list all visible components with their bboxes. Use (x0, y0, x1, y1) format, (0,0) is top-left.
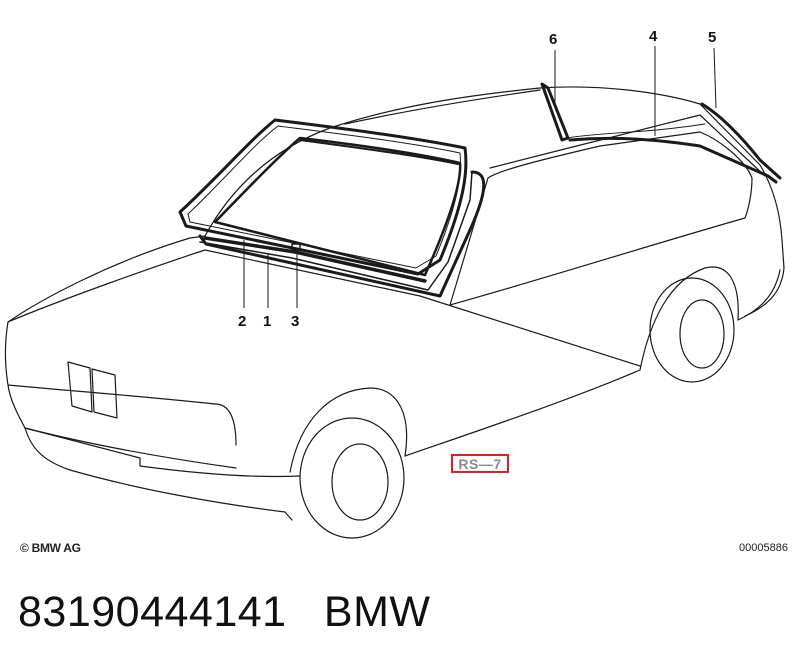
callout-5: 5 (708, 29, 716, 46)
part-number-line: 83190444141 BMW (18, 588, 431, 637)
brand-name: BMW (323, 588, 431, 636)
roof-moulding-inner (566, 123, 706, 139)
leader-line-5 (713, 47, 717, 109)
callout-4: 4 (649, 28, 658, 45)
rear-tire (649, 277, 735, 383)
rear-hub (679, 299, 725, 369)
windscreen-side-seal (198, 170, 486, 298)
drawing-number: 00005886 (739, 542, 788, 554)
front-bumper (24, 427, 293, 521)
side-sill (404, 369, 641, 457)
hood-front-edge (4, 321, 216, 405)
callout-2: 2 (238, 313, 246, 330)
hood-crease (214, 403, 237, 446)
rear-quarter (737, 269, 781, 321)
front-wheel-arch (289, 387, 408, 473)
callout-3: 3 (291, 313, 299, 330)
rear-pillar-trim (700, 102, 782, 180)
grille-kidney-left (67, 361, 93, 413)
roof-moulding (568, 136, 778, 184)
windscreen-glass (213, 136, 462, 277)
car-roof-line (344, 89, 541, 125)
front-hub (331, 443, 389, 521)
windscreen-lower-strip-2 (199, 171, 473, 291)
rear-wheel-arch (639, 266, 739, 371)
trim-clip (291, 243, 301, 251)
windscreen-top-strip (299, 139, 459, 165)
windscreen-outer-seal-inner (187, 125, 462, 269)
a-pillar-trim (540, 82, 570, 142)
windscreen-outer-seal (178, 118, 468, 276)
reference-tag: RS—7 (451, 454, 509, 473)
callout-1: 1 (263, 313, 271, 330)
copyright-notice: © BMW AG (20, 541, 81, 555)
part-number: 83190444141 (18, 588, 287, 636)
bumper-lower (24, 427, 301, 478)
callout-6: 6 (549, 31, 557, 48)
grille-kidney-right (91, 368, 118, 419)
door-line (419, 295, 641, 367)
side-window-opening (449, 131, 753, 306)
hood-line (7, 249, 421, 323)
windscreen-lower-strip (203, 236, 427, 283)
front-tire (299, 417, 405, 539)
car-body-outline (7, 86, 785, 323)
